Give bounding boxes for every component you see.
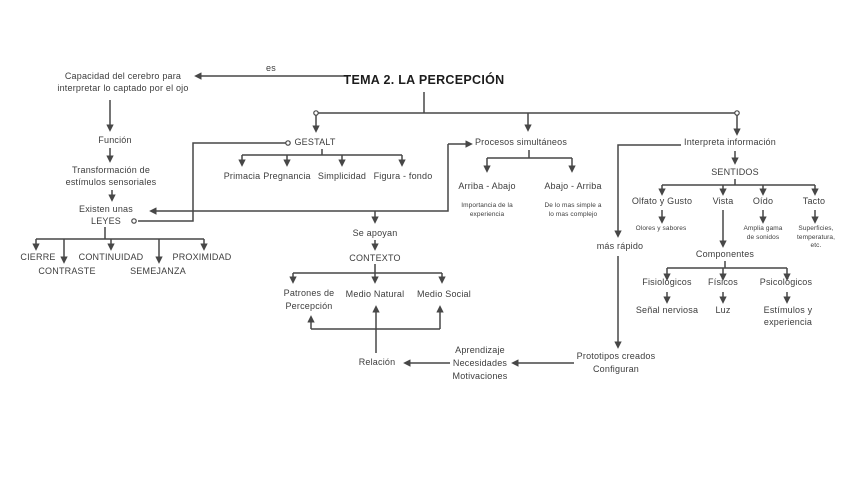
node-medio-social: Medio Social [417, 289, 471, 299]
node-pregnancia: Pregnancia [263, 171, 311, 181]
note-olores-sabores: Olores y sabores [635, 225, 687, 232]
node-figura-fondo: Figura - fondo [373, 171, 433, 181]
note-superficies: Superficies, temperatura, etc. [796, 225, 836, 249]
node-ley-semejanza: SEMEJANZA [130, 266, 186, 276]
node-ley-contraste: CONTRASTE [38, 266, 96, 276]
node-mas-rapido: más rápido [596, 241, 644, 251]
note-abajo-arriba: De lo mas simple a lo mas complejo [544, 202, 602, 218]
node-funcion: Función [98, 135, 132, 145]
node-procesos-simultaneos: Procesos simultáneos [474, 137, 568, 147]
node-contexto: CONTEXTO [349, 253, 401, 263]
node-gestalt: GESTALT [294, 137, 336, 147]
node-leyes: Existen unas LEYES [79, 204, 133, 226]
node-medio-natural: Medio Natural [345, 289, 405, 299]
node-aprendizaje-necesidades: Aprendizaje Necesidades Motivaciones [452, 345, 508, 381]
node-sentidos: SENTIDOS [711, 167, 759, 177]
node-ley-proximidad: PROXIMIDAD [172, 252, 232, 262]
node-definicion: Capacidad del cerebro para interpretar l… [57, 71, 189, 93]
node-se-apoyan: Se apoyan [352, 228, 398, 238]
node-abajo-arriba: Abajo - Arriba [544, 181, 602, 191]
node-ley-cierre: CIERRE [20, 252, 56, 262]
node-estimulos-experiencia: Estímulos y experiencia [763, 305, 813, 327]
node-fisicos: Físicos [708, 277, 738, 287]
node-luz: Luz [715, 305, 731, 315]
note-amplia-gama: Amplia gama de sonidos [743, 225, 783, 241]
node-tacto: Tacto [802, 196, 826, 206]
node-simplicidad: Simplicidad [317, 171, 367, 181]
node-transformacion: Transformación de estímulos sensoriales [65, 165, 157, 187]
map-title: TEMA 2. LA PERCEPCIÓN [343, 73, 505, 87]
node-primacia: Primacia [223, 171, 261, 181]
es-connector-label: es [266, 63, 276, 73]
node-prototipos-creados: Prototipos creados Configuran [576, 351, 656, 374]
node-ley-continuidad: CONTINUIDAD [78, 252, 144, 262]
node-componentes: Componentes [695, 249, 755, 259]
node-interpreta-informacion: Interpreta información [684, 137, 776, 147]
node-fisiologicos: Fisiológicos [642, 277, 692, 287]
node-oido: Oído [752, 196, 774, 206]
node-patrones-percepcion: Patrones de Percepción [283, 288, 335, 311]
note-arriba-abajo: Importancia de la experiencia [461, 202, 513, 218]
node-vista: Vista [712, 196, 734, 206]
node-psicologicos: Psicológicos [759, 277, 813, 287]
node-arriba-abajo: Arriba - Abajo [458, 181, 516, 191]
node-olfato-gusto: Olfato y Gusto [631, 196, 693, 206]
node-relacion: Relación [358, 357, 396, 367]
node-senal-nerviosa: Señal nerviosa [635, 305, 699, 315]
